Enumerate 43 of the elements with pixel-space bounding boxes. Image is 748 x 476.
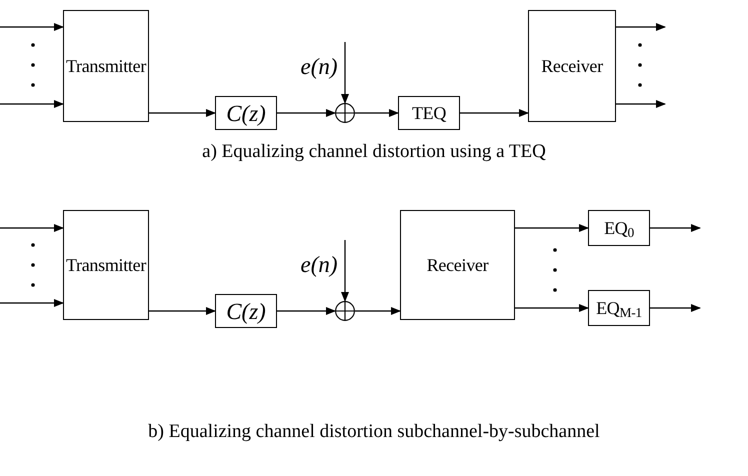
arrow — [149, 109, 216, 117]
block-label: EQ$_{M-1}$ — [596, 299, 642, 317]
arrow — [341, 240, 349, 302]
block-label: Receiver — [541, 57, 603, 75]
arrow — [650, 224, 701, 232]
arrow — [341, 42, 349, 104]
block-label: e(n) — [300, 252, 338, 276]
block-box — [588, 210, 650, 246]
block-label: e(n) — [300, 54, 338, 78]
block-box — [588, 290, 650, 326]
block-label: TEQ — [412, 104, 446, 122]
arrow — [515, 304, 589, 312]
block-label: Transmitter — [66, 256, 146, 274]
arrow — [616, 100, 666, 108]
block-label: Receiver — [426, 256, 488, 274]
caption: a) Equalizing channel distortion using a TEQ — [202, 140, 546, 164]
arrow — [650, 304, 701, 312]
block-label: C(z) — [226, 102, 266, 124]
arrow — [277, 307, 336, 315]
arrow — [0, 224, 64, 232]
arrow — [355, 109, 399, 117]
block-box — [63, 210, 149, 320]
block-box — [215, 96, 277, 130]
block-label: C(z) — [226, 300, 266, 322]
block-box — [215, 294, 277, 328]
arrow — [616, 23, 666, 31]
arrow — [0, 23, 64, 31]
block-box — [528, 10, 616, 122]
block-box — [400, 210, 515, 320]
summing-junction — [335, 301, 355, 321]
arrow — [355, 307, 401, 315]
arrow — [515, 224, 589, 232]
block-label: Transmitter — [66, 57, 146, 75]
block-box — [398, 96, 460, 130]
arrow — [277, 109, 336, 117]
arrow — [460, 109, 529, 117]
arrow — [0, 100, 64, 108]
block-box — [63, 10, 149, 122]
summing-junction — [335, 103, 355, 123]
arrow — [149, 307, 216, 315]
block-label: EQ$_{0}$ — [604, 219, 634, 237]
caption: b) Equalizing channel distortion subchannel-by-subchannel — [148, 420, 600, 444]
arrow — [0, 299, 64, 307]
